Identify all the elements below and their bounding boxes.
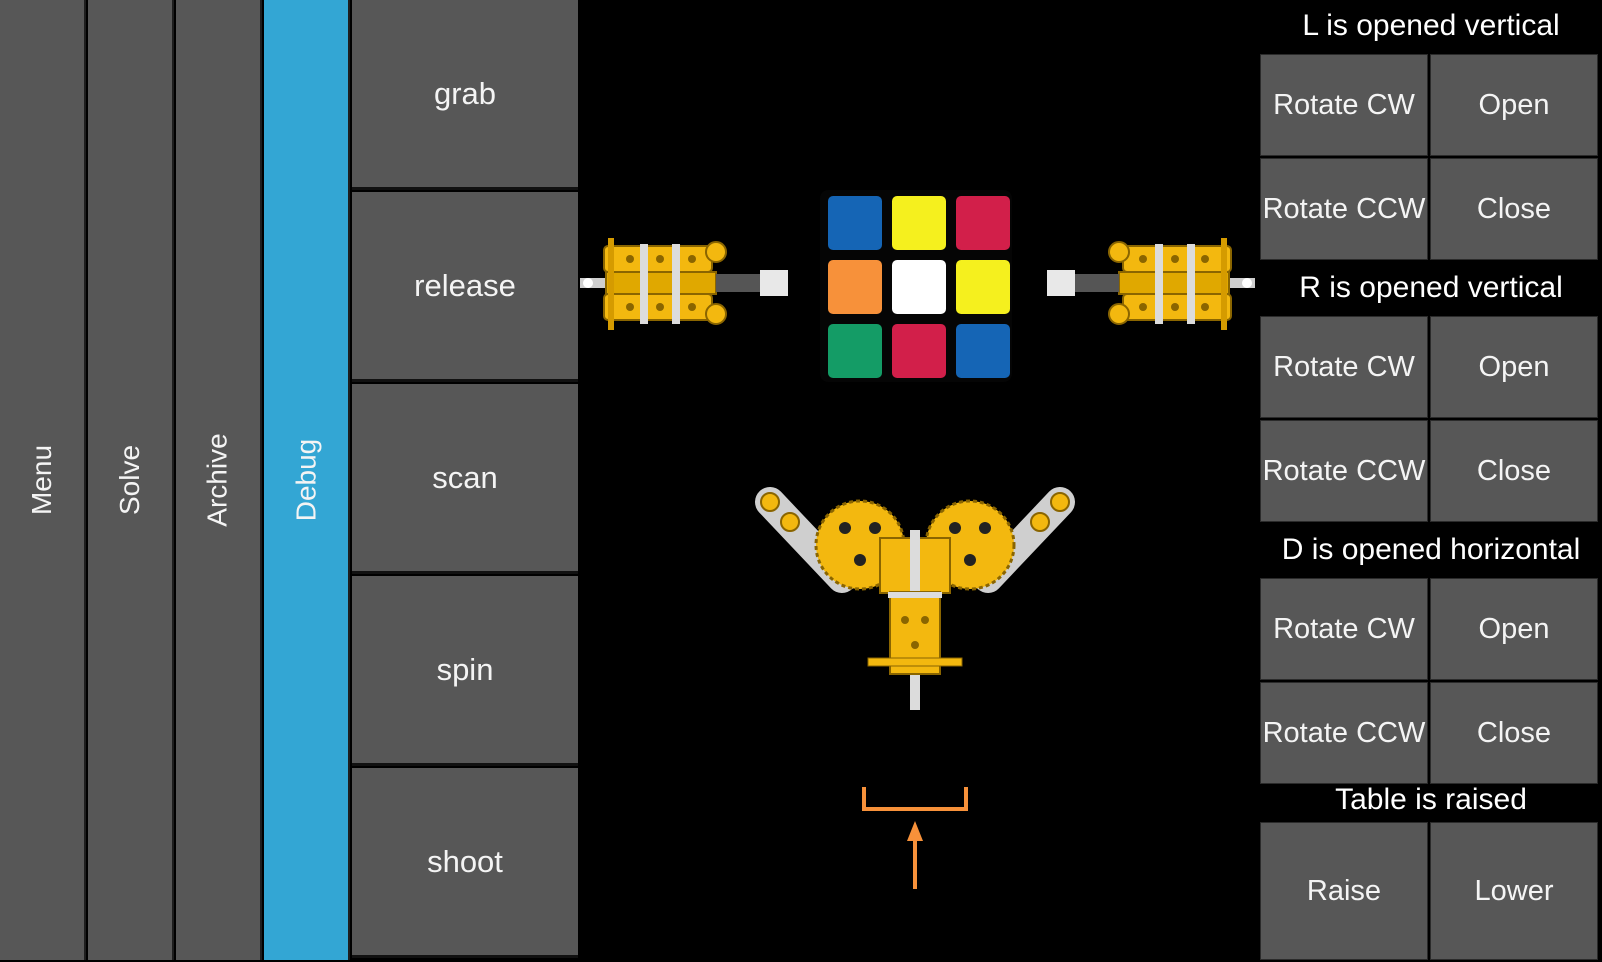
shoot-button[interactable]: shoot [352, 768, 578, 958]
l-status: L is opened vertical [1302, 9, 1560, 42]
l-open-button[interactable]: Open [1430, 54, 1598, 156]
r-open-button[interactable]: Open [1430, 316, 1598, 418]
tab-debug-label: Debug [289, 438, 321, 522]
d-open-button[interactable]: Open [1430, 578, 1598, 680]
grab-button[interactable]: grab [352, 0, 578, 190]
cube-sticker [892, 260, 946, 314]
tab-solve[interactable]: Solve [88, 0, 174, 960]
tab-archive[interactable]: Archive [176, 0, 262, 960]
tab-archive-label: Archive [202, 433, 233, 527]
cube-sticker [828, 260, 882, 314]
cube-sticker [956, 196, 1010, 250]
lower-button[interactable]: Lower [1430, 822, 1598, 960]
table-status: Table is raised [1335, 783, 1527, 816]
right-gripper-image [1047, 238, 1255, 330]
cube-sticker [956, 260, 1010, 314]
cube-sticker [828, 196, 882, 250]
cube-sticker [828, 324, 882, 378]
tab-menu-label: Menu [25, 444, 57, 516]
d-rotate-ccw-button[interactable]: Rotate CCW [1260, 682, 1428, 784]
table-indicator [862, 787, 968, 889]
l-rotate-cw-button[interactable]: Rotate CW [1260, 54, 1428, 156]
bottom-gripper-image [755, 487, 1075, 710]
robot-scene [580, 0, 1260, 962]
d-rotate-cw-button[interactable]: Rotate CW [1260, 578, 1428, 680]
l-rotate-ccw-button[interactable]: Rotate CCW [1260, 158, 1428, 260]
r-rotate-ccw-button[interactable]: Rotate CCW [1260, 420, 1428, 522]
cube-sticker [892, 324, 946, 378]
r-rotate-cw-button[interactable]: Rotate CW [1260, 316, 1428, 418]
tab-solve-label: Solve [113, 444, 145, 516]
tab-debug[interactable]: Debug [264, 0, 350, 960]
raise-button[interactable]: Raise [1260, 822, 1428, 960]
r-close-button[interactable]: Close [1430, 420, 1598, 522]
cube-face [820, 190, 1012, 382]
left-gripper-image [580, 238, 788, 330]
cube-sticker [892, 196, 946, 250]
l-close-button[interactable]: Close [1430, 158, 1598, 260]
release-button[interactable]: release [352, 192, 578, 382]
d-status: D is opened horizontal [1281, 533, 1581, 566]
r-status: R is opened vertical [1299, 271, 1563, 304]
d-close-button[interactable]: Close [1430, 682, 1598, 784]
spin-button[interactable]: spin [352, 576, 578, 766]
tab-menu[interactable]: Menu [0, 0, 86, 960]
scan-button[interactable]: scan [352, 384, 578, 574]
cube-sticker [956, 324, 1010, 378]
